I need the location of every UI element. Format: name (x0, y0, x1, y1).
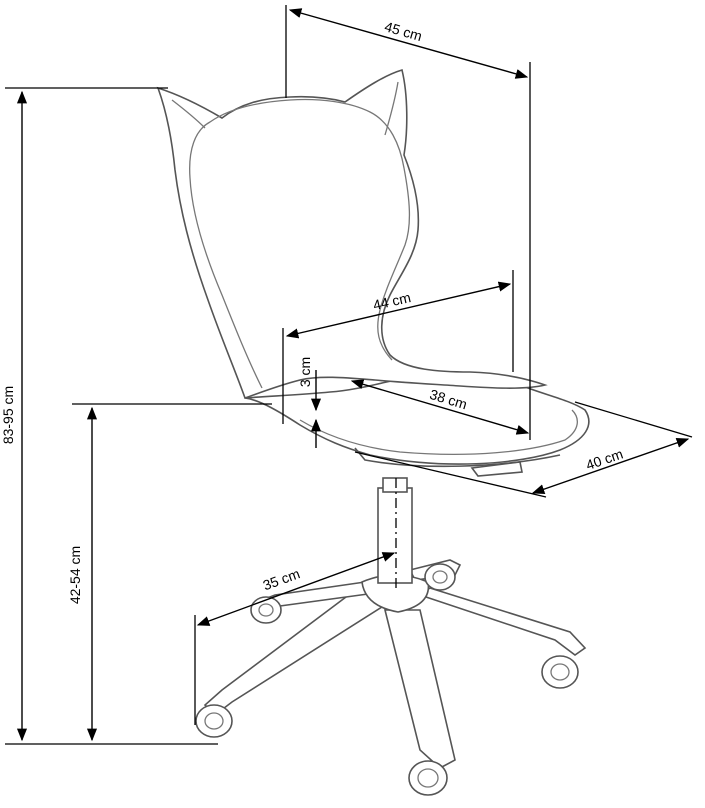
caster-front-center (408, 760, 448, 796)
dimension-width (285, 5, 531, 440)
chair-backrest (156, 68, 548, 400)
label-seat-height: 42-54 cm (67, 546, 83, 604)
label-total-height: 83-95 cm (0, 386, 16, 444)
label-depth: 40 cm (584, 446, 625, 474)
chair-seat (244, 372, 590, 477)
dimension-depth (354, 401, 693, 498)
dimension-lines (5, 5, 693, 745)
label-width: 45 cm (383, 18, 424, 44)
dimension-seat-width (282, 270, 514, 424)
dimension-total-height (5, 87, 218, 745)
gas-cylinder (377, 477, 413, 590)
dimension-base-radius (194, 552, 396, 725)
caster-front-left (195, 704, 233, 738)
label-cushion-thickness: 3 cm (297, 357, 313, 387)
chair-base (203, 559, 587, 769)
caster-right (541, 655, 579, 689)
dimension-seat-height (72, 403, 272, 742)
caster-back-right (424, 563, 456, 591)
caster-back-left (250, 596, 282, 624)
dimension-seat-depth (350, 379, 530, 435)
